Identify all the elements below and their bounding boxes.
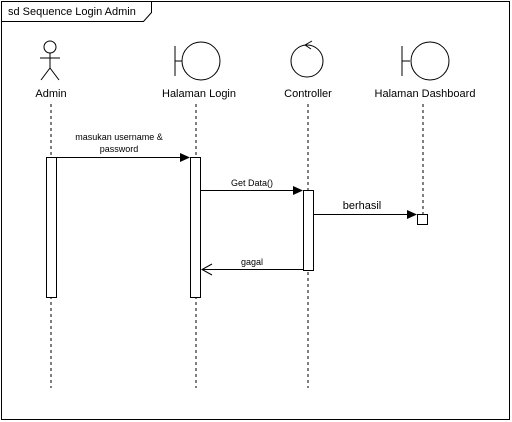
- activation-halaman-login: [190, 157, 201, 298]
- participant-label-admin: Admin: [35, 88, 66, 100]
- activation-controller: [303, 190, 314, 271]
- arrowhead-m4: [200, 263, 213, 276]
- activation-admin: [46, 157, 57, 298]
- message-label-m4: gagal: [241, 257, 263, 267]
- control-icon: [290, 40, 324, 78]
- arrowhead-m2: [293, 186, 303, 195]
- arrowhead-m1: [180, 153, 190, 162]
- message-label-m2: Get Data(): [231, 178, 273, 188]
- actor-icon: [40, 40, 60, 81]
- frame-title: sd Sequence Login Admin: [8, 6, 136, 18]
- frame-title-tab: [1, 1, 152, 22]
- participant-label-halaman-login: Halaman Login: [162, 88, 236, 100]
- boundary-icon: [401, 41, 450, 81]
- message-label-m1-line1: masukan username &: [75, 132, 163, 142]
- message-label-m3: berhasil: [343, 200, 382, 212]
- participant-label-controller: Controller: [284, 88, 332, 100]
- arrowhead-m3: [407, 210, 417, 219]
- message-label-m1-line2: password: [100, 144, 139, 154]
- activation-halaman-dashboard: [417, 214, 428, 225]
- boundary-icon: [174, 41, 221, 81]
- participant-label-halaman-dashboard: Halaman Dashboard: [375, 88, 476, 100]
